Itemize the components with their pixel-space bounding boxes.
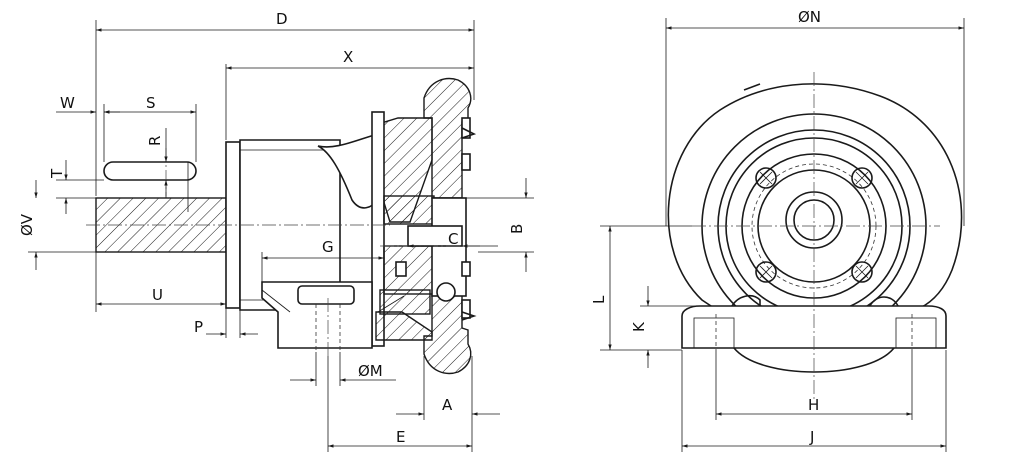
worm-curve [317,132,381,209]
front-view [667,72,963,400]
dim-S: S [146,94,156,112]
dim-U: U [152,286,163,304]
dim-N: ØN [798,8,821,26]
bolt-top-left [755,167,777,189]
dim-W: W [60,94,75,112]
dim-J: J [809,428,814,446]
dim-M: ØM [358,362,383,380]
dim-C: C [448,230,458,248]
dim-H: H [808,396,819,414]
dim-L: L [590,295,608,304]
dim-V: ØV [18,213,36,236]
keyway [103,161,197,181]
dim-B: B [508,224,526,234]
bolt-bottom-left [755,261,777,283]
dim-P: P [194,318,203,336]
housing-plate [371,111,385,347]
dim-G: G [322,238,334,256]
dim-T: T [48,168,66,179]
base-arc [733,347,895,373]
dimensions-side: D X W S R T ØV G C [18,10,534,452]
dimensions-front: ØN L K H J [590,8,965,452]
dim-R: R [146,136,164,146]
bolt-bottom-right [851,261,873,283]
dim-A: A [442,396,453,414]
bolt-top-right [851,167,873,189]
side-section-view [86,77,480,375]
dim-E: E [396,428,405,446]
dim-X: X [343,48,353,66]
dim-K: K [630,321,648,332]
bearing-ball [436,282,456,302]
dim-D: D [276,10,288,28]
